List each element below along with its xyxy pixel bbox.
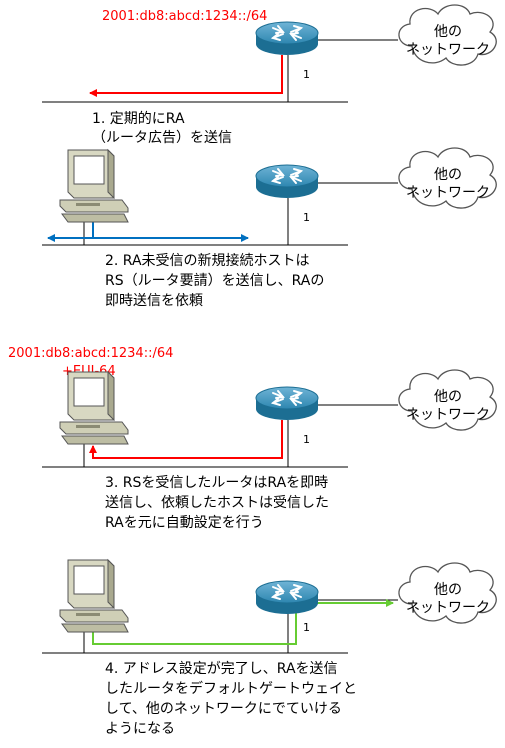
panel-2-cloud-line-2: ネットワーク [406,185,490,201]
panel-3-desc-line-3: RAを元に自動設定を行う [105,515,264,531]
computer-icon [59,371,129,445]
panel-1-ra-arrow [89,55,283,97]
panel-1: 2001:db8:abcd:1234::/64 1 他の ネットワーク 1. 定… [42,4,497,146]
panel-4-cloud-line-1: 他の [434,582,462,598]
panel-4-port: 1 [303,621,310,634]
panel-4: 1 他の ネットワーク 4. アドレス設定が完了し、RAを送信 したルータをデフ… [42,559,497,737]
panel-1-prefix: 2001:db8:abcd:1234::/64 [102,9,267,24]
panel-2-desc-line-3: 即時送信を依頼 [105,293,203,309]
router-icon [255,164,319,199]
panel-2-port: 1 [303,211,310,224]
panel-2-desc-line-2: RS（ルータ要請）を送信し、RAの [105,273,324,289]
panel-2: 1 他の ネットワーク 2. RA未受信の新規接続ホストは RS（ルータ要請）を… [42,147,497,309]
panel-2-cloud-line-1: 他の [434,167,462,183]
computer-icon [59,149,129,223]
panel-3-prefix: 2001:db8:abcd:1234::/64 [8,346,173,361]
computer-icon [59,559,129,633]
panel-1-cloud-line-2: ネットワーク [406,42,490,58]
panel-3-ra-arrow [89,420,283,459]
panel-3-desc-line-2: 送信し、依頼したホストは受信した [105,495,329,511]
panel-1-desc-line-2: （ルータ広告）を送信 [92,130,232,146]
router-icon [255,580,319,615]
panel-4-desc-line-1: 4. アドレス設定が完了し、RAを送信 [105,661,338,677]
router-icon [255,386,319,421]
panel-1-desc-line-1: 1. 定期的にRA [92,111,185,127]
panel-4-desc-line-4: ようになる [105,721,175,737]
panel-4-route-arrow [92,599,394,645]
panel-1-port: 1 [303,68,310,81]
panel-3-cloud-line-1: 他の [434,389,462,405]
router-icon [255,21,319,56]
panel-3-cloud-line-2: ネットワーク [406,407,490,423]
panel-2-desc-line-1: 2. RA未受信の新規接続ホストは [105,252,310,269]
panel-4-desc-line-2: したルータをデフォルトゲートウェイと [105,680,357,697]
panel-3-desc-line-1: 3. RSを受信したルータはRAを即時 [105,475,328,491]
panel-1-cloud-line-1: 他の [434,24,462,40]
panel-4-desc-line-3: して、他のネットワークにでていける [105,701,342,717]
panel-3: 2001:db8:abcd:1234::/64 +EUI-64 1 他の ネット… [8,346,497,531]
panel-4-cloud-line-2: ネットワーク [406,600,490,616]
panel-3-port: 1 [303,433,310,446]
